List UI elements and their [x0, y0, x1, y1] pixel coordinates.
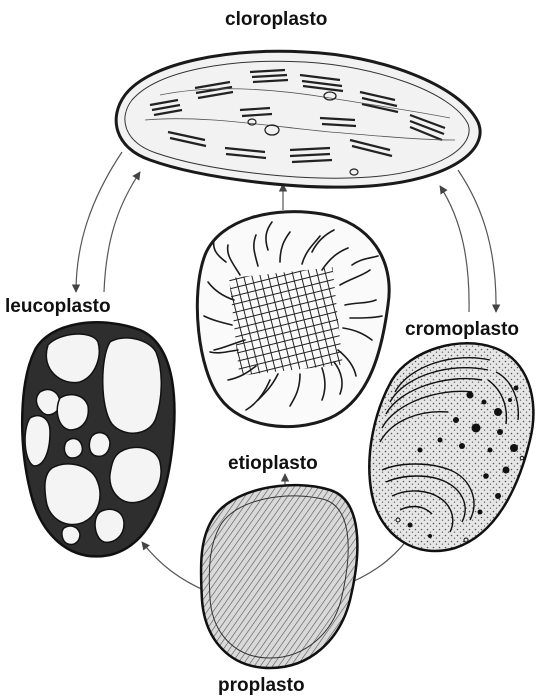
- etioplast-label: etioplasto: [228, 454, 318, 473]
- chloroplast-label: cloroplasto: [225, 10, 327, 29]
- chloroplast-drawing: [116, 51, 480, 187]
- arrow-leucoplast-to-chloroplast: [104, 172, 140, 292]
- proplastid-drawing: [201, 485, 357, 668]
- leucoplast-drawing: [22, 322, 174, 556]
- proplastid-label: proplasto: [218, 676, 305, 695]
- leucoplast-label: leucoplasto: [5, 297, 111, 316]
- chromoplast-label: cromoplasto: [405, 320, 519, 339]
- arrow-proplastid-to-leucoplast: [142, 542, 208, 592]
- arrow-chromoplast-to-chloroplast: [440, 186, 469, 312]
- etioplast-drawing: [197, 212, 389, 427]
- chromoplast-drawing: [369, 343, 533, 551]
- arrow-chloroplast-to-chromoplast: [458, 170, 496, 312]
